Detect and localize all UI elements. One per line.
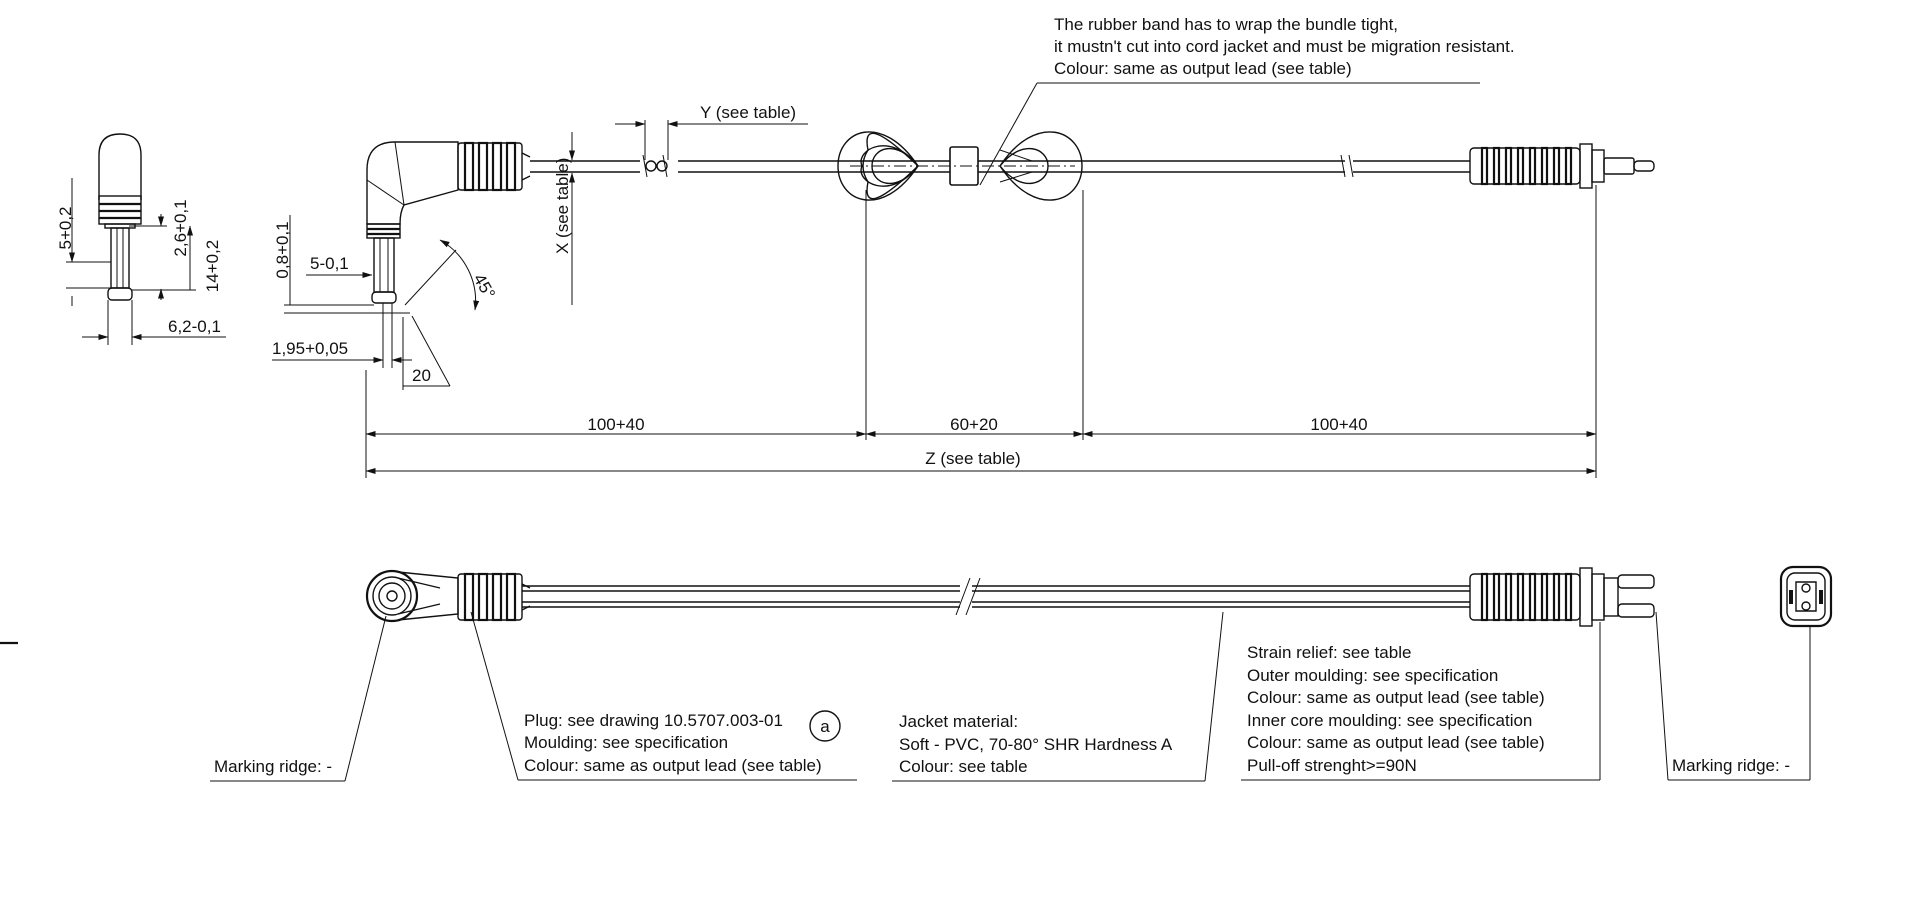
callout-plug: Plug: see drawing 10.5707.003-01 a Mould… — [470, 611, 857, 781]
dim-length-right: 100+40 — [1310, 415, 1367, 434]
callout-jacket: Jacket material: Soft - PVC, 70-80° SHR … — [892, 611, 1224, 782]
strain-note-line-3: Colour: same as output lead (see table) — [1247, 688, 1545, 707]
bundle-rubber-band — [837, 131, 1083, 201]
connector-face-view — [1779, 565, 1833, 628]
dim-plug-5: 5+0,2 — [56, 206, 75, 249]
dim-plug-14: 14+0,2 — [203, 240, 222, 292]
dim-plug-6-2: 6,2-0,1 — [168, 317, 221, 336]
marking-ridge-left: Marking ridge: - — [214, 757, 332, 776]
strain-note-line-1: Strain relief: see table — [1247, 643, 1411, 662]
note-rubber-band-line-2: it mustn't cut into cord jacket and must… — [1054, 37, 1515, 56]
dim-length-mid: 60+20 — [950, 415, 998, 434]
marking-ridge-right: Marking ridge: - — [1672, 756, 1790, 775]
cable-bottom-view — [365, 567, 1655, 627]
angled-plug-top: 0,8+0,1 5-0,1 1,95+0,05 45° 20 — [272, 141, 531, 390]
callout-marking-left: Marking ridge: - — [210, 615, 387, 782]
dim-length-left: 100+40 — [587, 415, 644, 434]
note-rubber-band-line-3: Colour: same as output lead (see table) — [1054, 59, 1352, 78]
plug-side-detail: 5+0,2 2,6+0,1 14+0,2 6,2-0,1 — [56, 133, 226, 345]
jacket-note-line-3: Colour: see table — [899, 757, 1028, 776]
dim-y-table: Y (see table) — [700, 103, 796, 122]
strain-note-line-6: Pull-off strenght>=90N — [1247, 756, 1417, 775]
plug-note-line-2: Moulding: see specification — [524, 733, 728, 752]
dim-angle-1-95: 1,95+0,05 — [272, 339, 348, 358]
plug-ref-letter: a — [820, 717, 830, 736]
strain-note-line-2: Outer moulding: see specification — [1247, 666, 1498, 685]
note-rubber-band-line-1: The rubber band has to wrap the bundle t… — [1054, 15, 1398, 34]
dim-plug-2-6: 2,6+0,1 — [171, 199, 190, 256]
length-dimensions: 100+40 60+20 100+40 Z (see table) — [365, 185, 1597, 478]
note-rubber-band: The rubber band has to wrap the bundle t… — [979, 15, 1515, 186]
dim-angle-5: 5-0,1 — [310, 254, 349, 273]
strain-note-line-5: Colour: same as output lead (see table) — [1247, 733, 1545, 752]
cable-top-view: Y (see table) X (see table) — [530, 103, 1470, 305]
dim-x-table: X (see table) — [553, 158, 572, 254]
callout-strain-relief: Strain relief: see table Outer moulding:… — [1241, 622, 1601, 781]
right-connector-top — [1469, 143, 1655, 189]
dim-angle-0-8: 0,8+0,1 — [273, 221, 292, 278]
strain-note-line-4: Inner core moulding: see specification — [1247, 711, 1532, 730]
jacket-note-line-2: Soft - PVC, 70-80° SHR Hardness A — [899, 735, 1173, 754]
dim-length-total: Z (see table) — [925, 449, 1020, 468]
dim-angle-20: 20 — [412, 366, 431, 385]
plug-note-line-3: Colour: same as output lead (see table) — [524, 756, 822, 775]
plug-note-line-1: Plug: see drawing 10.5707.003-01 — [524, 711, 783, 730]
jacket-note-line-1: Jacket material: — [899, 712, 1018, 731]
callout-marking-right: Marking ridge: - — [1655, 611, 1811, 781]
dim-angle-45: 45° — [470, 271, 499, 303]
